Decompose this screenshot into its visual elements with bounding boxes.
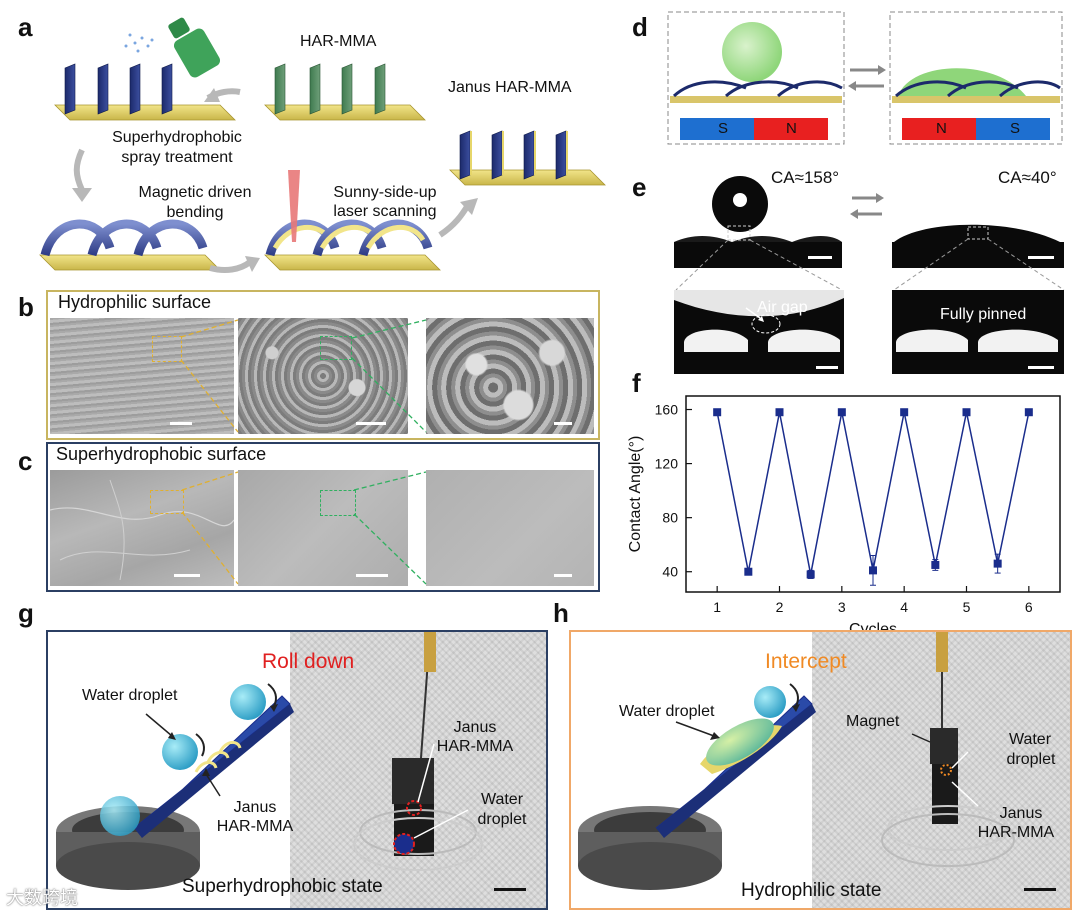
h-water-label-1: Water: [1000, 730, 1060, 749]
panel-label-e: e: [632, 172, 646, 203]
panel-label-h: h: [553, 598, 569, 629]
water-droplet-icon: [230, 684, 266, 720]
h-water-droplet-icon: [754, 686, 786, 718]
data-point: [963, 408, 971, 416]
panel-label-g: g: [18, 598, 34, 629]
data-point: [744, 568, 752, 576]
data-point: [900, 408, 908, 416]
h-water-label-2: droplet: [996, 750, 1066, 769]
x-tick-label: 5: [963, 599, 971, 615]
intercept-title: Intercept: [765, 650, 847, 674]
superhydrophobic-state-label: Superhydrophobic state: [182, 876, 383, 898]
data-point: [838, 408, 846, 416]
magnet-left-s: S: [718, 120, 728, 137]
h-janus-label-1: Janus: [976, 804, 1066, 823]
x-tick-label: 2: [776, 599, 784, 615]
series-line: [717, 412, 1029, 574]
panel-h-schematic: [572, 660, 822, 905]
magnet-right-n: N: [936, 120, 947, 137]
data-point: [869, 566, 877, 574]
g-janus-label-1: Janus: [200, 798, 310, 817]
watermark-logo: 大数跨境: [6, 884, 78, 910]
y-tick-label: 120: [655, 456, 679, 472]
y-tick-label: 40: [662, 564, 678, 580]
panel-h-photo: [812, 632, 1070, 908]
x-tick-label: 3: [838, 599, 846, 615]
droplet-sphere-icon: [722, 22, 782, 82]
g-photo-water-1: Water: [462, 790, 542, 809]
g-photo-janus-1: Janus: [420, 718, 530, 737]
panel-label-d: d: [632, 12, 648, 43]
x-tick-label: 4: [900, 599, 908, 615]
fully-pinned-label: Fully pinned: [940, 306, 1026, 324]
hydrophilic-state-label: Hydrophilic state: [741, 880, 881, 902]
magnet-left-n: N: [786, 120, 797, 137]
g-water-droplet-label: Water droplet: [82, 686, 177, 705]
panel-e-droplet-images: [672, 172, 1072, 382]
g-janus-label-2: HAR-MMA: [200, 817, 310, 836]
y-tick-label: 160: [655, 402, 679, 418]
x-tick-label: 1: [713, 599, 721, 615]
h-magnet-label: Magnet: [846, 712, 899, 731]
data-point: [1025, 408, 1033, 416]
roll-down-title: Roll down: [262, 650, 354, 674]
h-janus-label-2: HAR-MMA: [966, 823, 1066, 842]
data-point: [713, 408, 721, 416]
data-point: [776, 408, 784, 416]
air-gap-label: Air gap: [757, 299, 808, 317]
g-photo-water-2: droplet: [462, 810, 542, 829]
h-water-droplet-label: Water droplet: [619, 702, 714, 721]
y-axis-label: Contact Angle(°): [627, 436, 644, 553]
g-photo-janus-2: HAR-MMA: [420, 737, 530, 756]
magnet-right-s: S: [1010, 120, 1020, 137]
data-point: [807, 570, 815, 578]
data-point: [994, 560, 1002, 568]
watermark-text: 大数跨境: [6, 888, 78, 908]
data-point: [931, 561, 939, 569]
x-tick-label: 6: [1025, 599, 1033, 615]
y-tick-label: 80: [662, 510, 678, 526]
